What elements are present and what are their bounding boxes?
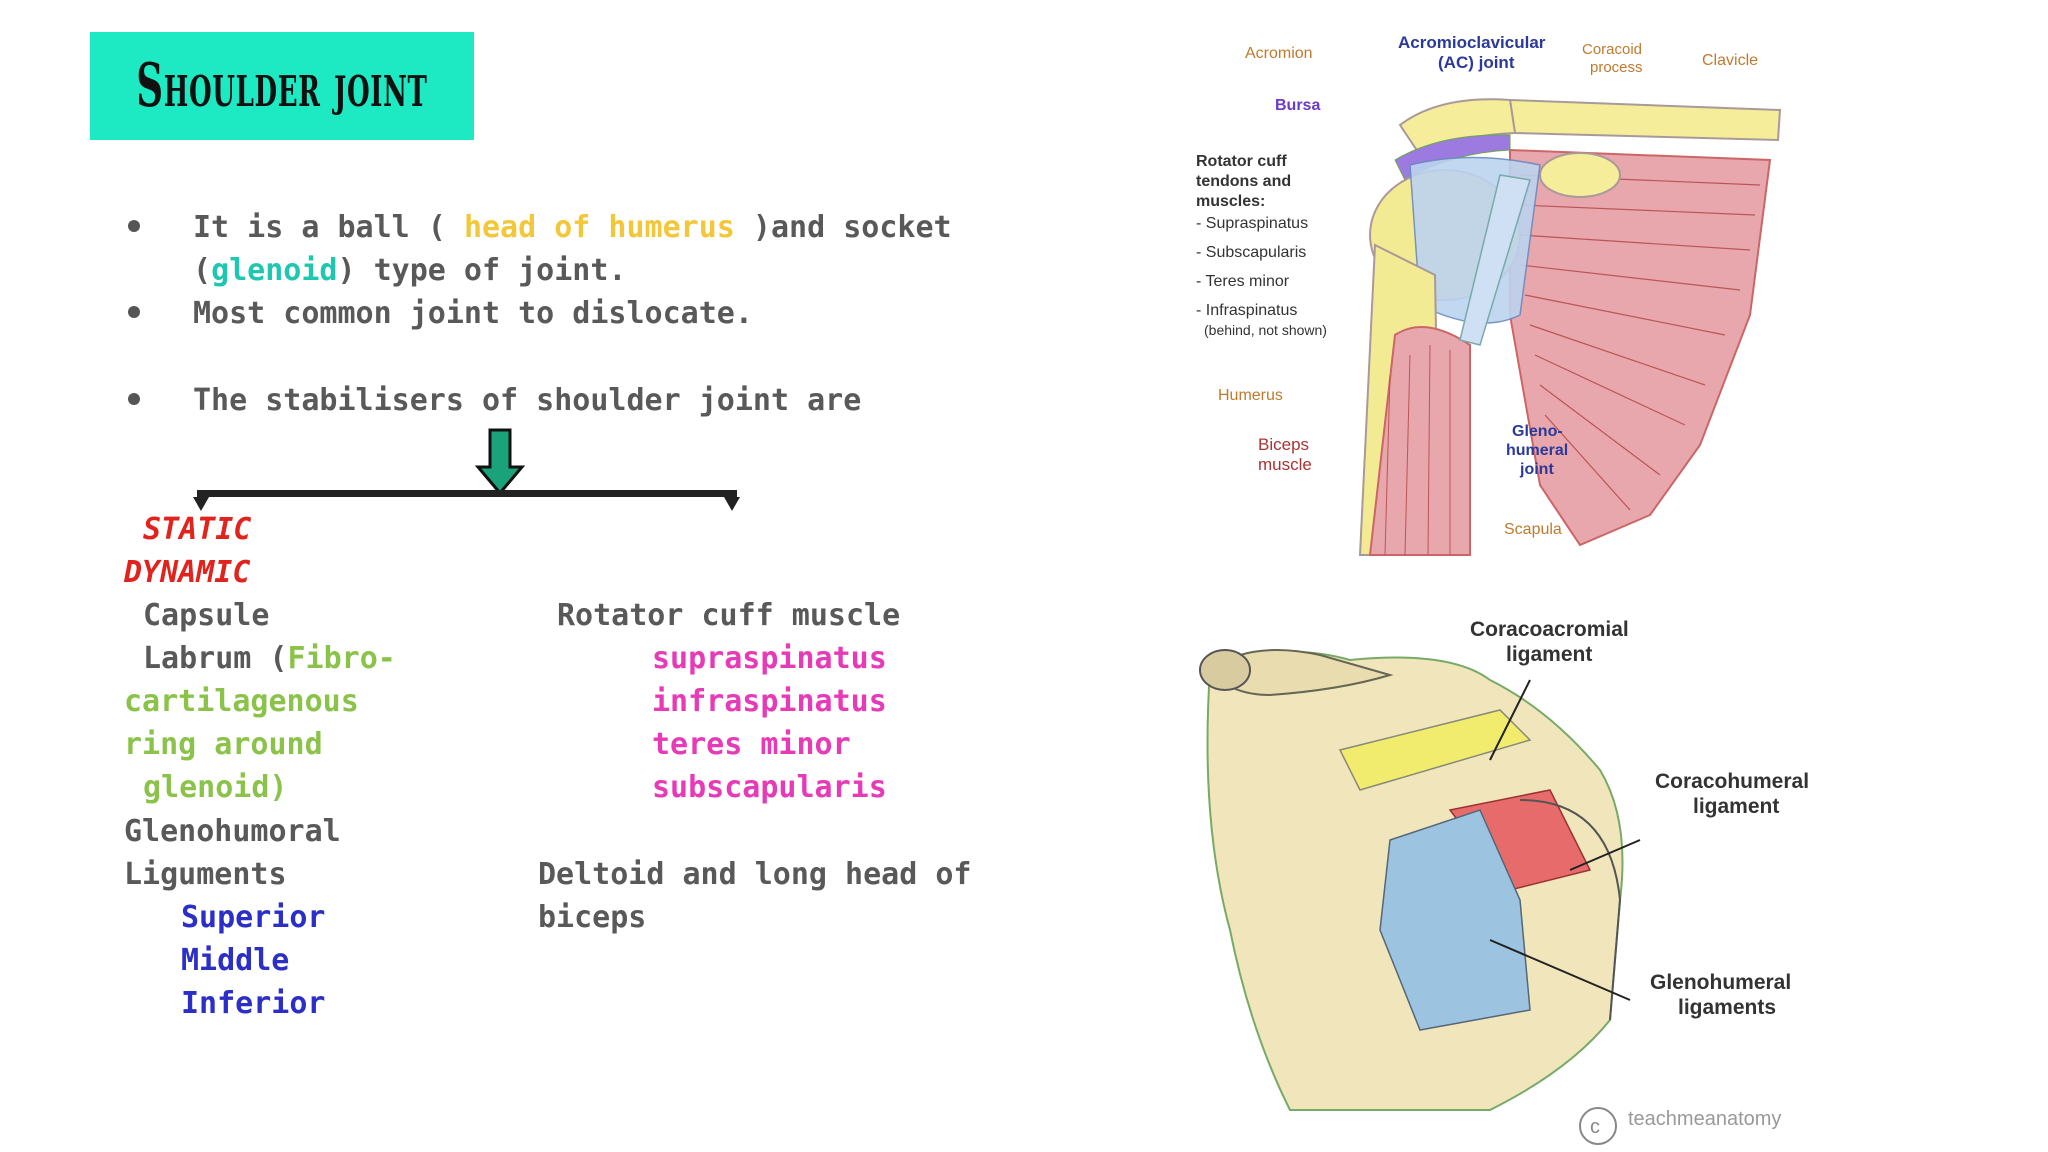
dynamic-label: DYNAMIC	[124, 555, 251, 590]
shoulder-anatomy-diagram: Acromion Acromioclavicular (AC) joint Co…	[1180, 15, 1800, 570]
split-arrow	[193, 428, 740, 511]
label-glenohumeral-1: Glenohumeral	[1650, 971, 1792, 994]
bracket-bar	[197, 490, 737, 497]
muscle-supraspinatus: supraspinatus	[652, 641, 887, 676]
title-banner: Shoulder joint	[90, 32, 474, 140]
page-title: Shoulder joint	[136, 51, 428, 121]
bullet-3: The stabilisers of shoulder joint are	[193, 383, 862, 418]
label-rotator-1: Rotator cuff	[1196, 153, 1287, 170]
static-label: STATIC	[143, 512, 252, 547]
deltoid-line-1: Deltoid and long head of	[538, 857, 972, 892]
muscle-teres-minor: teres minor	[652, 727, 851, 762]
ligaments-illustration: c	[1199, 649, 1641, 1145]
labrum-line-3: ring around	[124, 727, 323, 762]
glenoid-highlight: glenoid	[211, 253, 338, 288]
bullet-1-line-2: (glenoid) type of joint.	[193, 249, 626, 292]
bullet-1-text-end: ) type of joint.	[337, 253, 627, 288]
right-arrow-tip-icon	[724, 497, 740, 511]
label-infraspinatus-note: (behind, not shown)	[1204, 322, 1327, 338]
head-of-humerus-highlight: head of humerus	[463, 210, 735, 245]
label-teres-minor: - Teres minor	[1196, 273, 1290, 290]
bullet-1-text: It is a ball (	[193, 210, 464, 245]
label-glenohumeral-2: ligaments	[1678, 996, 1777, 1019]
label-gleno-3: joint	[1520, 461, 1554, 478]
bullet-dot	[128, 306, 140, 318]
watermark-text: teachmeanatomy	[1628, 1108, 1782, 1130]
label-gleno-1: Gleno-	[1512, 423, 1563, 440]
glenohumoral-text: Glenohumoral	[124, 814, 341, 849]
label-ac-joint-1: Acromioclavicular	[1398, 33, 1546, 52]
label-subscapularis: - Subscapularis	[1196, 244, 1307, 261]
label-coracoacromial-2: ligament	[1506, 643, 1593, 666]
label-coracoid-2: process	[1590, 59, 1643, 76]
label-coracoid-1: Coracoid	[1582, 41, 1643, 58]
labrum-line-4: glenoid)	[143, 770, 288, 805]
label-biceps-2: muscle	[1258, 455, 1312, 474]
label-humerus: Humerus	[1218, 387, 1283, 404]
label-acromion: Acromion	[1245, 45, 1313, 62]
left-arrow-tip-icon	[193, 497, 209, 511]
ligaments-diagram: c Coracoacromial ligament Coracohumeral …	[1190, 600, 1850, 1150]
label-biceps-1: Biceps	[1258, 435, 1310, 454]
shoulder-anatomy-illustration	[1358, 98, 1782, 556]
inferior-text: Inferior	[181, 986, 326, 1021]
label-coracohumeral-1: Coracohumeral	[1655, 770, 1810, 793]
middle-text: Middle	[181, 943, 290, 978]
capsule-text: Capsule	[143, 598, 270, 633]
labrum-line-1: Labrum (Fibro-	[143, 637, 396, 680]
bullet-1-line-1: It is a ball ( head of humerus )and sock…	[193, 206, 952, 249]
bullet-dot	[128, 220, 140, 232]
superior-text: Superior	[181, 900, 326, 935]
label-coracohumeral-2: ligament	[1693, 795, 1780, 818]
bullet-1-text-cont: )and socket	[734, 210, 952, 245]
label-rotator-2: tendons and	[1196, 173, 1292, 190]
labrum-prefix: Labrum (	[143, 641, 288, 676]
svg-text:c: c	[1590, 1116, 1600, 1138]
liguments-text: Liguments	[124, 857, 287, 892]
bullet-2: Most common joint to dislocate.	[193, 296, 753, 331]
label-coracoacromial-1: Coracoacromial	[1470, 618, 1629, 641]
labrum-line-2: cartilagenous	[124, 684, 359, 719]
label-rotator-3: muscles:	[1196, 193, 1266, 210]
muscle-subscapularis: subscapularis	[652, 770, 887, 805]
deltoid-line-2: biceps	[538, 900, 647, 935]
labrum-fibro: Fibro-	[287, 641, 396, 676]
label-supraspinatus: - Supraspinatus	[1196, 215, 1309, 232]
label-ac-joint-2: (AC) joint	[1438, 53, 1515, 72]
rotator-cuff-heading: Rotator cuff muscle	[557, 598, 901, 633]
label-infraspinatus: - Infraspinatus	[1196, 302, 1298, 319]
bullet-dot	[128, 393, 140, 405]
label-clavicle: Clavicle	[1702, 52, 1759, 69]
label-bursa: Bursa	[1275, 97, 1321, 114]
label-gleno-2: humeral	[1506, 442, 1569, 459]
muscle-infraspinatus: infraspinatus	[652, 684, 887, 719]
paren-open: (	[193, 253, 212, 288]
down-arrow-icon	[474, 428, 526, 496]
label-scapula: Scapula	[1504, 521, 1562, 538]
